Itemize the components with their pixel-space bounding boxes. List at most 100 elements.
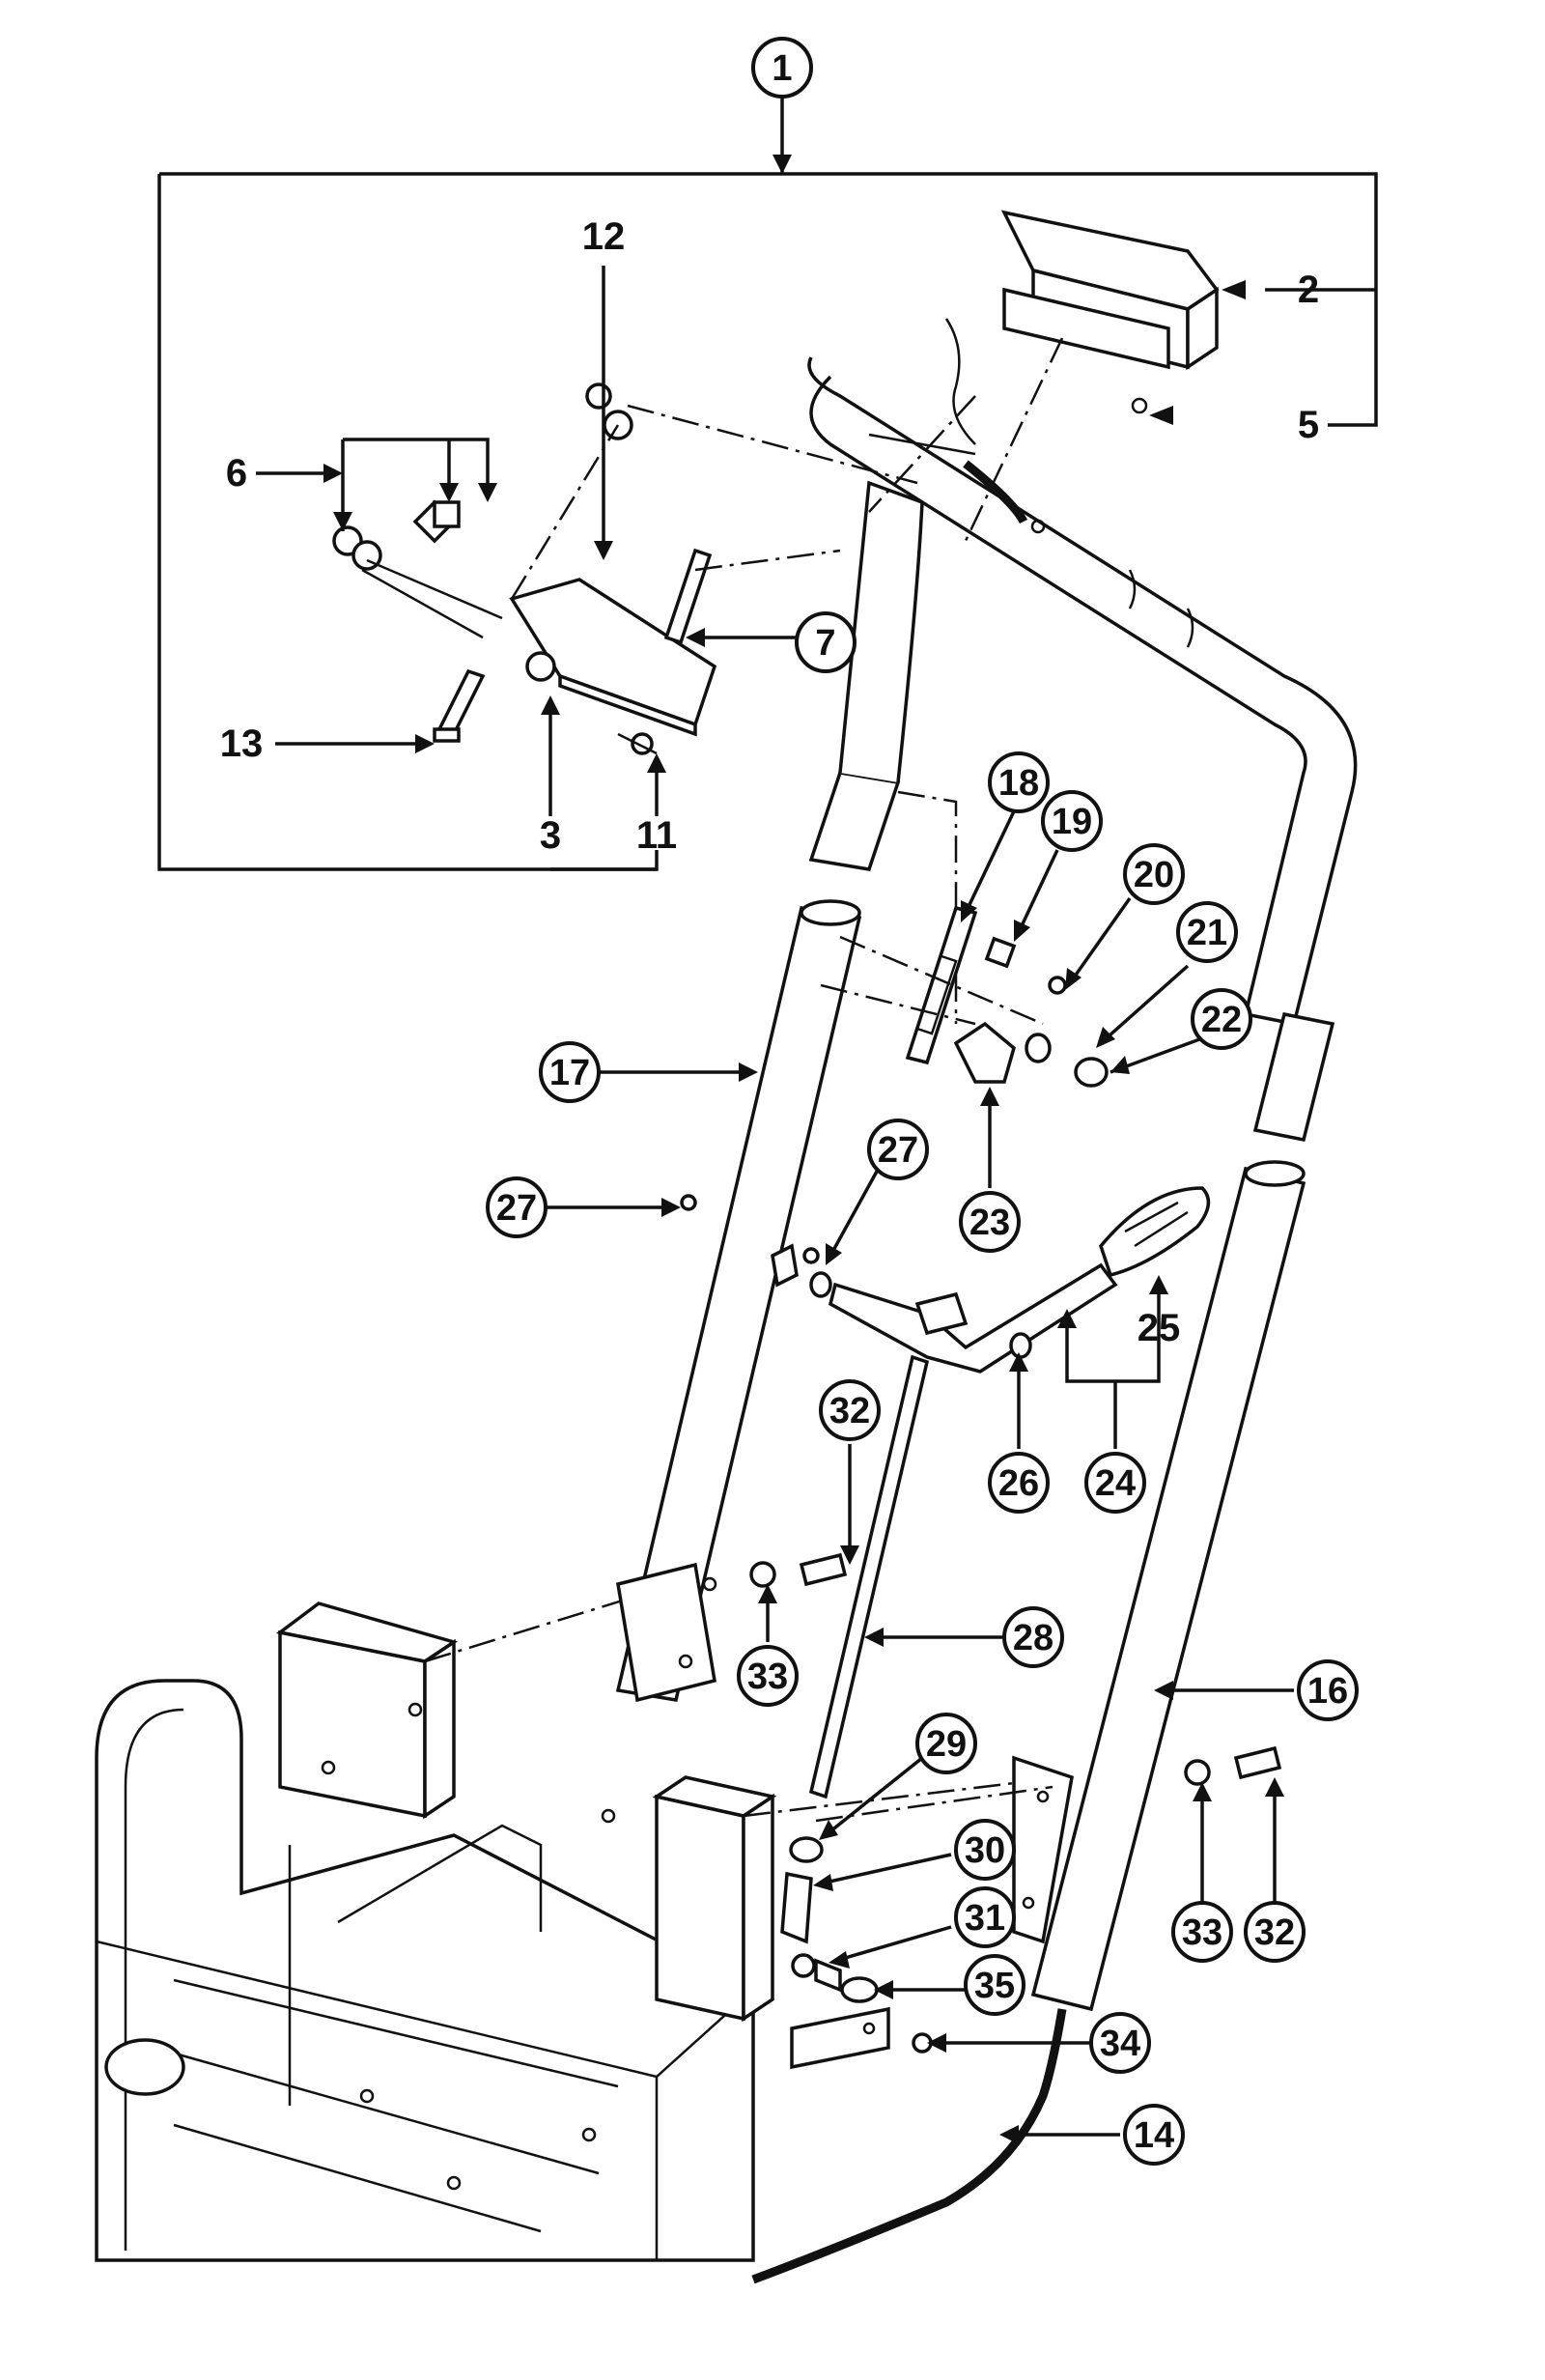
base-frame — [95, 1582, 1063, 2262]
callout-11: 11 — [636, 814, 677, 857]
callout-24: 24 — [1084, 1452, 1146, 1514]
callout-13: 13 — [220, 722, 264, 765]
callout-19: 19 — [1041, 790, 1103, 852]
svg-text:20: 20 — [1134, 855, 1174, 895]
switch-assembly — [332, 382, 918, 755]
arrowhead-2 — [1222, 280, 1246, 299]
arrowhead-30 — [813, 1874, 833, 1891]
callout-23: 23 — [959, 1191, 1021, 1253]
callout-27-left: 27 — [486, 1176, 548, 1238]
arrowhead-6 — [323, 464, 343, 483]
arrowhead-35 — [874, 1980, 893, 1999]
arrowheads — [323, 155, 1284, 2144]
svg-text:27: 27 — [496, 1188, 537, 1229]
control-box-2 — [868, 210, 1220, 542]
arrowhead-28 — [864, 1628, 884, 1647]
callout-27-right: 27 — [867, 1119, 929, 1180]
arrowhead-34 — [927, 2033, 946, 2053]
throttle-rod-28 — [780, 1354, 1053, 2054]
arrowhead-14 — [999, 2125, 1019, 2144]
callout-28: 28 — [1002, 1606, 1064, 1668]
svg-text:33: 33 — [1182, 1912, 1222, 1953]
arrowhead-21 — [1096, 1027, 1115, 1048]
callout-14: 14 — [1123, 2104, 1185, 2166]
arrowhead-27-left — [661, 1198, 681, 1217]
callout-29: 29 — [915, 1713, 977, 1774]
callout-33-left: 33 — [737, 1645, 799, 1707]
arrowhead-3 — [541, 695, 560, 715]
arrowhead-6b — [439, 483, 459, 502]
svg-text:17: 17 — [549, 1053, 590, 1093]
svg-text:22: 22 — [1201, 1000, 1242, 1040]
svg-text:29: 29 — [926, 1724, 967, 1765]
callout-34: 34 — [1089, 2012, 1151, 2074]
svg-text:16: 16 — [1307, 1671, 1348, 1712]
arrowhead-32-right — [1265, 1777, 1284, 1797]
bolts-and-nuts — [680, 1194, 1282, 1786]
callout-20: 20 — [1123, 843, 1185, 905]
arrowhead-11 — [647, 753, 666, 773]
right-tube-16 — [1012, 1160, 1306, 2012]
callout-22: 22 — [1191, 988, 1252, 1050]
svg-text:7: 7 — [815, 623, 835, 664]
arrowhead-18 — [961, 900, 977, 922]
arrowhead-19 — [1014, 920, 1030, 942]
arrowhead-17 — [739, 1062, 758, 1082]
callout-16: 16 — [1297, 1659, 1359, 1721]
callout-2: 2 — [1298, 269, 1319, 311]
svg-text:19: 19 — [1052, 802, 1092, 842]
arrowhead-26 — [1009, 1352, 1028, 1372]
arrowhead-27-right — [826, 1243, 842, 1265]
callout-31: 31 — [954, 1886, 1016, 1948]
callout-25: 25 — [1138, 1307, 1181, 1349]
assembly-group-bracket — [157, 97, 1378, 871]
key-switch-group — [820, 905, 1109, 1088]
arrowhead-13 — [415, 734, 435, 753]
arrowhead-32-left — [840, 1545, 859, 1565]
arrowhead-33-right — [1193, 1782, 1212, 1801]
arrowhead-1 — [772, 155, 792, 174]
svg-text:35: 35 — [974, 1966, 1015, 2006]
arrowhead-25 — [1149, 1275, 1168, 1294]
arrowhead-12 — [594, 541, 613, 560]
callout-21: 21 — [1176, 901, 1238, 963]
svg-text:33: 33 — [747, 1657, 788, 1697]
svg-text:14: 14 — [1134, 2115, 1174, 2156]
throttle-lever — [771, 1186, 1211, 1374]
arrowhead-16 — [1154, 1681, 1173, 1700]
svg-text:27: 27 — [878, 1130, 918, 1171]
svg-text:18: 18 — [998, 763, 1039, 804]
cable-14 — [751, 2008, 1067, 2284]
callout-6: 6 — [226, 452, 247, 495]
svg-text:26: 26 — [998, 1463, 1039, 1504]
callout-32-left: 32 — [819, 1379, 881, 1441]
callout-18: 18 — [988, 751, 1050, 813]
svg-text:34: 34 — [1100, 2024, 1140, 2064]
leader-lines — [256, 266, 1294, 2137]
arrowhead-31 — [829, 1951, 850, 1969]
svg-text:24: 24 — [1095, 1463, 1136, 1504]
arrowhead-6c — [478, 483, 497, 502]
callout-17: 17 — [539, 1041, 601, 1103]
callout-12: 12 — [582, 215, 626, 258]
svg-text:21: 21 — [1187, 913, 1227, 953]
arrowhead-23 — [980, 1087, 999, 1106]
svg-text:32: 32 — [1254, 1912, 1295, 1953]
callout-33-right: 33 — [1171, 1901, 1233, 1963]
svg-text:32: 32 — [829, 1391, 870, 1431]
handlebar — [807, 356, 1358, 1143]
callout-32-right: 32 — [1244, 1901, 1306, 1963]
svg-text:23: 23 — [969, 1203, 1010, 1243]
svg-text:31: 31 — [965, 1898, 1005, 1939]
callout-1: 1 — [751, 37, 813, 99]
left-tube-17 — [615, 480, 958, 1703]
arrowhead-33-left — [758, 1584, 777, 1603]
arrowhead-5 — [1149, 406, 1173, 425]
svg-text:28: 28 — [1013, 1618, 1053, 1658]
arrowhead-7 — [686, 628, 705, 647]
callout-7: 7 — [795, 611, 857, 673]
arrowhead-24a — [1057, 1309, 1077, 1328]
callout-5: 5 — [1298, 404, 1319, 446]
arrowhead-29 — [819, 1820, 838, 1840]
